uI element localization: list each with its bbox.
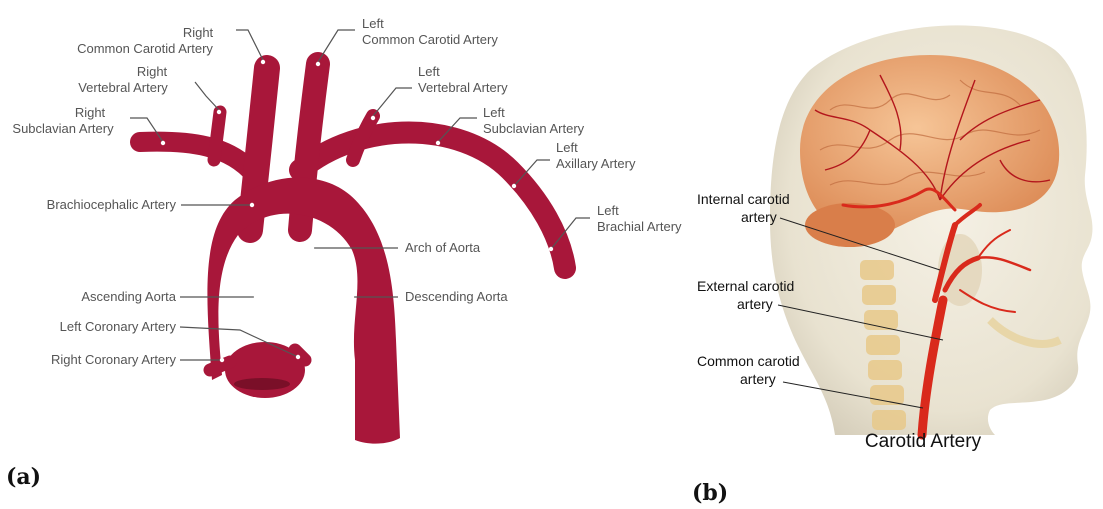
label-common-carotid-line2: artery bbox=[740, 371, 776, 387]
label-right-coronary: Right Coronary Artery bbox=[51, 352, 176, 367]
label-right-vertebral-line1: Right bbox=[137, 64, 168, 79]
label-left-subclavian-line2: Subclavian Artery bbox=[483, 121, 585, 136]
label-right-vertebral-line2: Vertebral Artery bbox=[78, 80, 168, 95]
label-right-common-carotid-line2: Common Carotid Artery bbox=[77, 41, 213, 56]
label-left-common-carotid-line2: Common Carotid Artery bbox=[362, 32, 498, 47]
panel-b-title: Carotid Artery bbox=[865, 431, 982, 452]
label-left-subclavian-line1: Left bbox=[483, 105, 505, 120]
label-internal-carotid-line1: Internal carotid bbox=[697, 191, 790, 207]
label-left-coronary: Left Coronary Artery bbox=[60, 319, 177, 334]
label-left-axillary-line2: Axillary Artery bbox=[556, 156, 636, 171]
label-internal-carotid-line2: artery bbox=[741, 209, 777, 225]
label-brachiocephalic: Brachiocephalic Artery bbox=[47, 197, 177, 212]
aorta-labels: Right Common Carotid Artery Left Common … bbox=[12, 16, 682, 367]
panel-a-label: (a) bbox=[6, 464, 41, 490]
label-left-vertebral-line2: Vertebral Artery bbox=[418, 80, 508, 95]
label-descending-aorta: Descending Aorta bbox=[405, 289, 508, 304]
label-common-carotid-line1: Common carotid bbox=[697, 353, 800, 369]
panel-b-label: (b) bbox=[692, 480, 728, 506]
label-right-common-carotid-line1: Right bbox=[183, 25, 214, 40]
label-external-carotid-line2: artery bbox=[737, 296, 773, 312]
label-left-vertebral-line1: Left bbox=[418, 64, 440, 79]
label-right-subclavian-line2: Subclavian Artery bbox=[12, 121, 114, 136]
label-arch-of-aorta: Arch of Aorta bbox=[405, 240, 481, 255]
label-external-carotid-line1: External carotid bbox=[697, 278, 794, 294]
label-left-brachial-line2: Brachial Artery bbox=[597, 219, 682, 234]
label-left-common-carotid-line1: Left bbox=[362, 16, 384, 31]
label-ascending-aorta: Ascending Aorta bbox=[81, 289, 176, 304]
label-left-brachial-line1: Left bbox=[597, 203, 619, 218]
label-left-axillary-line1: Left bbox=[556, 140, 578, 155]
label-right-subclavian-line1: Right bbox=[75, 105, 106, 120]
